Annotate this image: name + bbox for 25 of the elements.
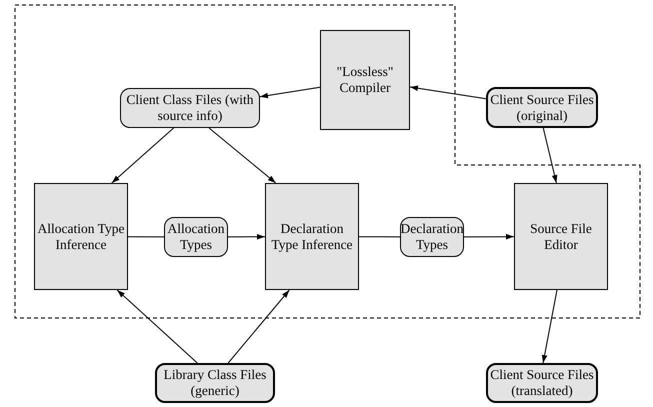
node-label: Library Class Files (generic) xyxy=(162,367,268,399)
node-label: Allocation Types xyxy=(166,221,226,253)
node-label: Client Class Files (with source info) xyxy=(125,92,255,124)
node-label: "Lossless" Compiler xyxy=(336,64,394,96)
arrow xyxy=(116,290,198,364)
arrow xyxy=(228,234,266,240)
arrow xyxy=(228,290,290,364)
node-label: Client Source Files (original) xyxy=(489,92,595,124)
process-box xyxy=(514,183,608,290)
process-box xyxy=(320,30,410,130)
arrow xyxy=(410,85,486,100)
file-box xyxy=(155,363,275,403)
arrow xyxy=(260,86,320,98)
node-label: Declaration Type Inference xyxy=(270,220,354,252)
node-label: Source File Editor xyxy=(529,220,593,252)
arrow xyxy=(208,128,276,184)
process-box xyxy=(265,183,359,290)
arrow xyxy=(542,290,558,364)
arrow xyxy=(111,128,174,184)
node-label: Declaration Types xyxy=(400,221,464,253)
arrow xyxy=(464,234,514,240)
node-label: Client Source Files (translated) xyxy=(489,367,595,399)
node-label: Allocation Type Inference xyxy=(36,220,126,252)
process-box xyxy=(34,183,128,290)
arrow xyxy=(542,128,558,184)
